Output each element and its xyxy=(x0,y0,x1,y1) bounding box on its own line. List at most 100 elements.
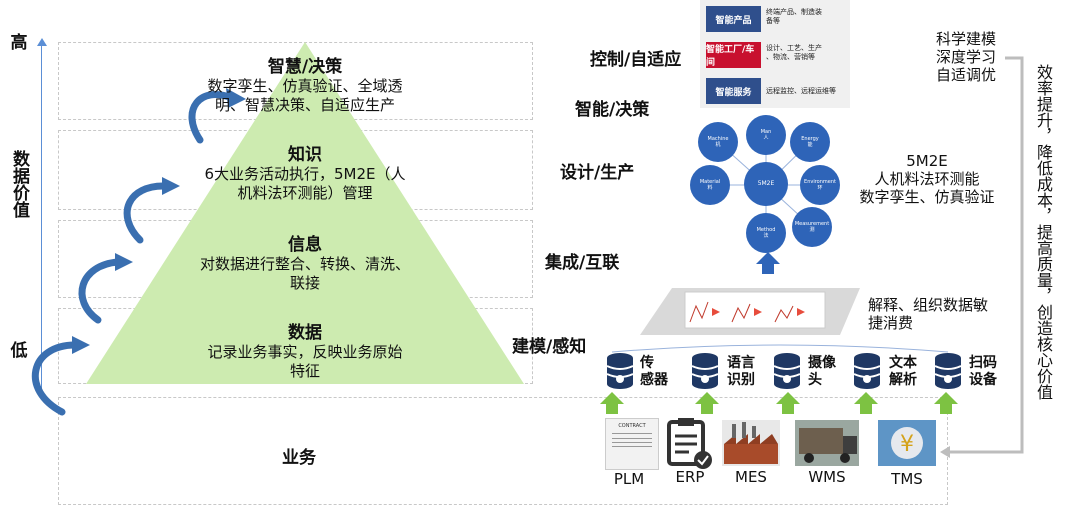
erp-label: ERP xyxy=(675,468,705,486)
curved-arrows xyxy=(31,88,246,416)
business-label: 业务 xyxy=(282,448,316,468)
network-desc: 5M2E 人机料法环测能 数字孪生、仿真验证 xyxy=(852,152,1002,206)
level-data-title: 数据 xyxy=(288,323,322,343)
level-knowledge-desc2: 机料法环测能）管理 xyxy=(237,184,373,202)
analytics-note-l1: 解释、组织数据敏 xyxy=(868,296,989,314)
level-wisdom-title: 智慧/决策 xyxy=(267,57,343,77)
db-icon-2 xyxy=(691,353,719,389)
sensor-1-label1: 传 xyxy=(640,355,654,371)
right-top-l3: 自适调优 xyxy=(935,66,996,84)
y-axis-low: 低 xyxy=(10,341,28,361)
service-smart-product-note2: 备等 xyxy=(766,17,780,25)
tms-label: TMS xyxy=(891,470,923,488)
stage-control: 控制/自适应 xyxy=(590,50,682,70)
right-top-l2: 深度学习 xyxy=(935,48,996,66)
analytics-note-l2: 捷消费 xyxy=(868,314,914,332)
node-measurement-en: Measurement xyxy=(794,221,830,227)
node-environment-cn: 环 xyxy=(817,185,823,191)
level-knowledge-desc1: 6大业务活动执行，5M2E（人 xyxy=(204,165,406,183)
db-icon-4 xyxy=(853,353,881,389)
node-energy-en: Energy xyxy=(801,136,819,142)
service-smart-factory-note2: 、物流、营销等 xyxy=(766,53,815,61)
sensor-4-label2: 解析 xyxy=(889,372,917,388)
plm-image: CONTRACT xyxy=(605,418,659,470)
node-environment-en: Environment xyxy=(804,179,836,185)
level-data: 数据 记录业务事实，反映业务原始 特征 xyxy=(170,318,440,381)
level-information-desc2: 联接 xyxy=(289,274,320,292)
analytics-note: 解释、组织数据敏 捷消费 xyxy=(868,296,1033,332)
service-smart-factory: 智能工厂/车间 xyxy=(706,42,761,68)
level-information-desc1: 对数据进行整合、转换、清洗、 xyxy=(199,255,410,273)
plm-label: PLM xyxy=(613,470,645,488)
network-desc1: 5M2E xyxy=(906,152,948,170)
sensor-5-label2: 设备 xyxy=(969,372,997,388)
plm-image-text: CONTRACT xyxy=(618,423,646,429)
sensor-1-label: 传感器 xyxy=(640,355,668,389)
sensor-4-label1: 文本 xyxy=(889,355,917,371)
mes-image xyxy=(722,420,780,466)
level-data-desc2: 特征 xyxy=(289,362,320,380)
y-axis-title: 数据价值 xyxy=(9,150,29,218)
mes-label: MES xyxy=(735,468,767,486)
db-icon-1 xyxy=(606,353,634,389)
wms-label: WMS xyxy=(808,468,846,486)
network-desc2: 人机料法环测能 xyxy=(874,170,980,188)
up-arrow-blue xyxy=(756,252,780,274)
level-knowledge-title: 知识 xyxy=(288,145,322,165)
node-method-cn: 法 xyxy=(763,233,769,239)
level-information-title: 信息 xyxy=(288,235,322,255)
svg-text:¥: ¥ xyxy=(900,432,914,457)
level-data-desc1: 记录业务事实，反映业务原始 xyxy=(207,343,403,361)
level-wisdom-desc2: 明、智慧决策、自适应生产 xyxy=(214,96,395,114)
stage-intelligence: 智能/决策 xyxy=(575,100,650,120)
node-man-en: Man xyxy=(760,129,772,135)
tms-image: ¥ xyxy=(878,420,936,466)
service-smart-factory-note: 设计、工艺、生产、物流、营销等 xyxy=(766,44,846,62)
level-information: 信息 对数据进行整合、转换、清洗、 联接 xyxy=(170,230,440,293)
y-axis-arrowhead xyxy=(37,38,47,46)
node-method-en: Method xyxy=(756,227,776,233)
db-icon-3 xyxy=(773,353,801,389)
node-5m2e-en: 5M2E xyxy=(757,180,775,187)
sensor-2-label: 语言识别 xyxy=(727,355,755,389)
service-smart-factory-note1: 设计、工艺、生产 xyxy=(766,44,822,52)
sensor-3-label1: 摄像 xyxy=(808,355,836,371)
sensor-3-label: 摄像头 xyxy=(808,355,836,389)
service-smart-product: 智能产品 xyxy=(706,6,761,32)
stage-design: 设计/生产 xyxy=(560,163,635,183)
level-knowledge: 知识 6大业务活动执行，5M2E（人 机料法环测能）管理 xyxy=(170,140,440,203)
service-smart-service: 智能服务 xyxy=(706,78,761,104)
node-measurement-cn: 测 xyxy=(809,227,815,233)
service-smart-service-note: 远程监控、远程运维等 xyxy=(766,87,836,95)
node-material-cn: 料 xyxy=(707,185,713,191)
node-machine-en: Machine xyxy=(707,136,729,142)
node-5m2e: 5M2E xyxy=(744,162,788,206)
node-material-en: Material xyxy=(699,179,721,185)
level-wisdom: 智慧/决策 数字孪生、仿真验证、全域透 明、智慧决策、自适应生产 xyxy=(180,52,430,115)
stage-modeling: 建模/感知 xyxy=(512,337,587,357)
sensor-5-label1: 扫码 xyxy=(969,355,997,371)
sensor-4-label: 文本解析 xyxy=(889,355,917,389)
service-smart-product-note1: 终端产品、制造装 xyxy=(766,8,822,16)
service-smart-product-note: 终端产品、制造装备等 xyxy=(766,8,846,26)
sensor-5-label: 扫码设备 xyxy=(969,355,997,389)
right-vertical-text: 效率提升，降低成本，提高质量，创造核心价值 xyxy=(1034,64,1053,400)
sensor-2-label1: 语言 xyxy=(727,355,755,371)
level-wisdom-desc1: 数字孪生、仿真验证、全域透 xyxy=(207,77,403,95)
wms-image xyxy=(795,420,859,466)
stage-integration: 集成/互联 xyxy=(545,253,620,273)
node-energy-cn: 能 xyxy=(807,142,813,148)
sensor-3-label2: 头 xyxy=(808,372,822,388)
right-top-l1: 科学建模 xyxy=(935,30,996,48)
